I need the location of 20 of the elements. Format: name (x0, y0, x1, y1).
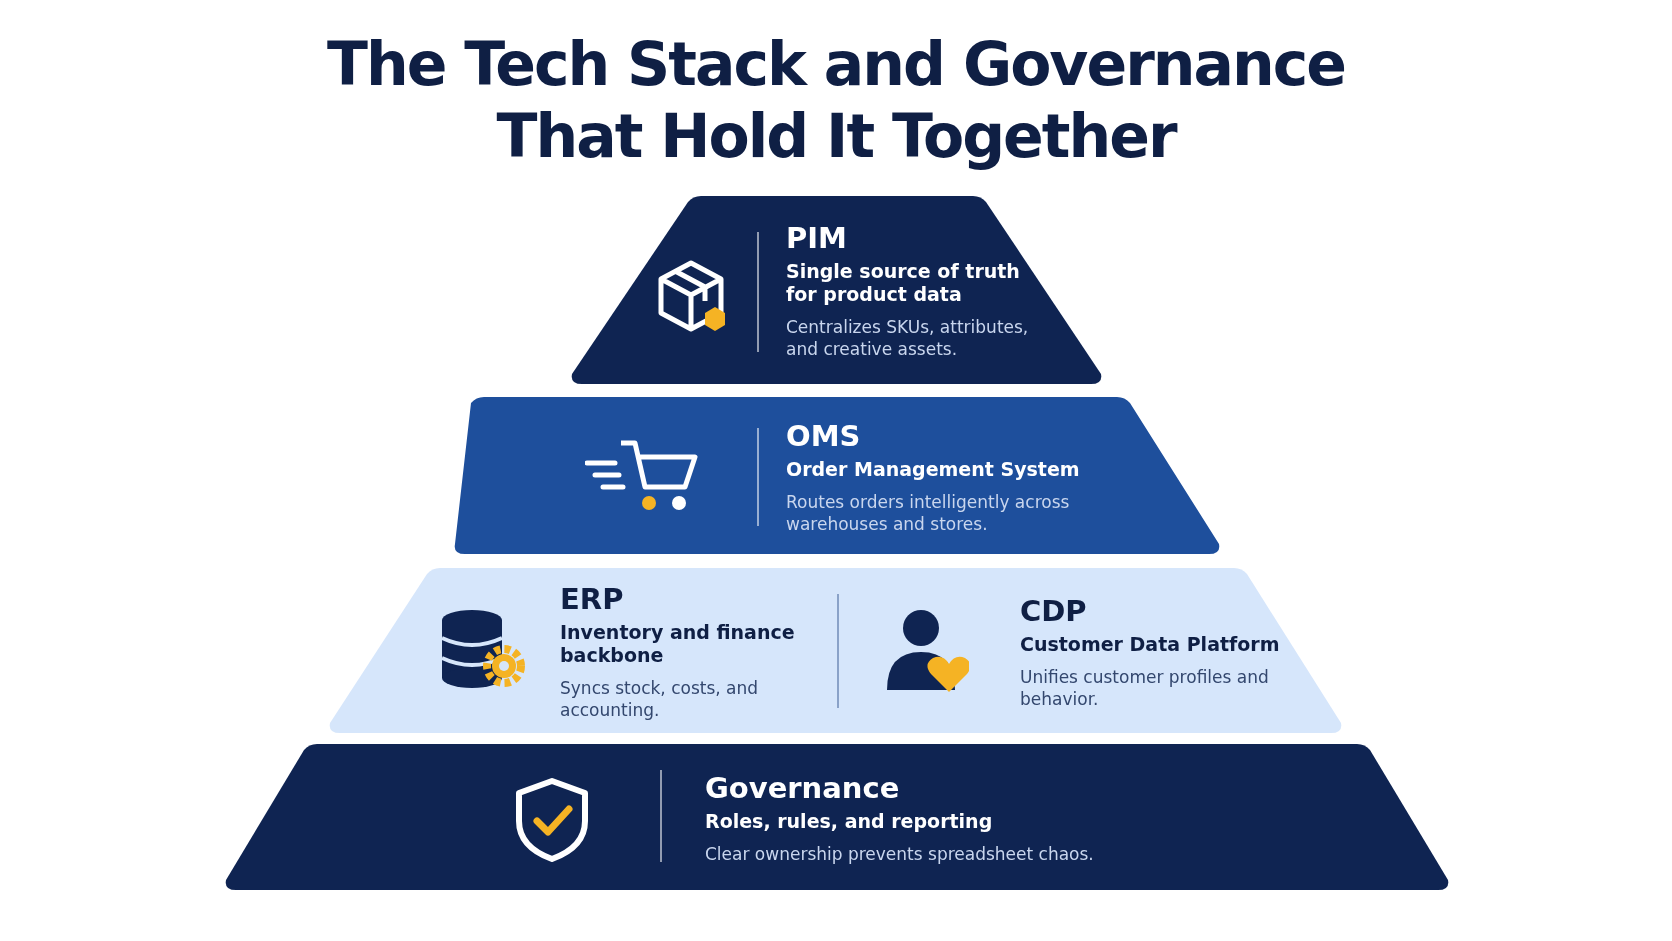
pyramid-tier (224, 744, 1450, 890)
tier-description: Centralizes SKUs, attributes, and creative assets. (786, 316, 1030, 360)
pyramid-tier (453, 397, 1221, 554)
pyramid-tier (328, 568, 1343, 733)
tier-heading: PIM (786, 220, 848, 256)
tier-heading: Governance (705, 769, 901, 806)
tier-subtitle: Single source of truth for product data (786, 260, 1021, 306)
tier-heading: CDP (1020, 592, 1088, 628)
tier-description: Routes orders intelligently across warehouses and stores. (786, 490, 1071, 534)
tier-heading: OMS (786, 417, 862, 453)
tier-description: Clear ownership prevents spreadsheet chaos. (705, 842, 1095, 865)
pyramid-tier (570, 196, 1103, 384)
title: The Tech Stack and Governance That Hold It Together (326, 28, 1346, 172)
tier-subtitle: Roles, rules, and reporting (705, 809, 994, 833)
tier-description: Syncs stock, costs, and accounting. (560, 676, 760, 721)
tier-heading: ERP (560, 580, 625, 617)
tier-subtitle: Inventory and finance backbone (560, 620, 796, 667)
tier-subtitle: Customer Data Platform (1020, 632, 1281, 655)
tier-subtitle: Order Management System (786, 457, 1081, 480)
tier-description: Unifies customer profiles and behavior. (1020, 665, 1270, 709)
